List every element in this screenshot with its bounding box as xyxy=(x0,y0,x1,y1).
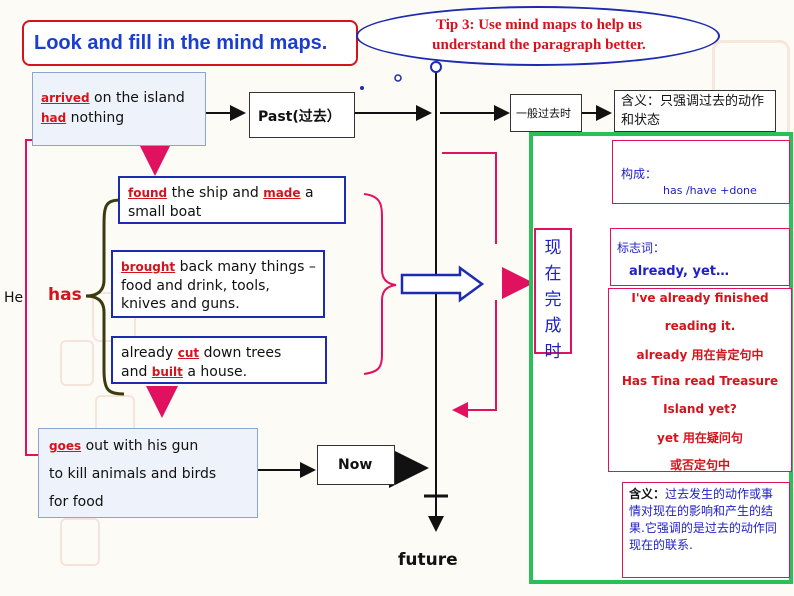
simple-past-meaning: 含义：只强调过去的动作和状态 xyxy=(621,94,765,128)
blank-made: made xyxy=(263,186,301,200)
subject-he: He xyxy=(4,290,24,306)
box5-text3: for food xyxy=(49,494,104,510)
now-box: Now xyxy=(317,445,395,485)
box1-text2: nothing xyxy=(66,110,125,126)
blank-brought: brought xyxy=(121,260,176,274)
right-brace xyxy=(363,193,397,375)
signal-words-value: already, yet… xyxy=(629,264,729,279)
past-label: Past(过去） xyxy=(258,109,341,125)
box3-text2: food and drink, tools, xyxy=(121,278,270,294)
box3-text1: back many things – xyxy=(175,259,316,275)
tip-cloud: Tip 3: Use mind maps to help us understa… xyxy=(356,6,720,66)
blank-goes: goes xyxy=(49,439,82,453)
blank-cut: cut xyxy=(177,346,200,360)
box4-text0: already xyxy=(121,345,178,361)
timeline-start-circle xyxy=(430,61,442,73)
connector-lower xyxy=(452,300,497,418)
example-3b: Island yet? xyxy=(663,402,737,416)
verb-has: has xyxy=(48,285,82,305)
example-1a: I've already finished xyxy=(631,291,769,305)
dot-small-2 xyxy=(360,86,364,90)
connector-upper xyxy=(442,152,497,244)
future-label: future xyxy=(398,550,458,570)
goes-out-box: goes out with his gun to kill animals an… xyxy=(38,428,258,518)
box5-text1: out with his gun xyxy=(81,438,199,454)
page-title: Look and fill in the mind maps. xyxy=(34,32,328,54)
blank-found: found xyxy=(128,186,168,200)
example-4a: yet 用在疑问句 xyxy=(657,431,743,445)
tense-char-5: 时 xyxy=(544,342,562,362)
box2-text1: the ship and xyxy=(167,185,264,201)
examples-box: I've already finished reading it. alread… xyxy=(608,288,792,472)
past-events-box: arrived on the island had nothing xyxy=(32,72,206,146)
example-4b: 或否定句中 xyxy=(669,458,730,472)
signal-words-label: 标志词： xyxy=(617,241,666,255)
meaning-label: 含义： xyxy=(629,487,666,501)
formation-box: 构成： has /have +done xyxy=(612,140,790,204)
example-2: already 用在肯定句中 xyxy=(636,348,764,362)
signal-words-box: 标志词： already, yet… xyxy=(610,228,790,286)
meaning-box: 含义：过去发生的动作或事情对现在的影响和产生的结果.它强调的是过去的动作同现在的… xyxy=(622,482,790,578)
blank-had: had xyxy=(41,111,67,125)
box3-text3: knives and guns. xyxy=(121,296,240,312)
formation-label: 构成： xyxy=(621,167,658,181)
cut-trees-box: already cut down trees and built a house… xyxy=(111,336,327,384)
dot-small-1 xyxy=(394,74,402,82)
tense-char-4: 成 xyxy=(544,316,562,336)
now-label: Now xyxy=(338,457,373,473)
decorative-seal-left-2 xyxy=(60,340,94,386)
found-ship-box: found the ship and made a small boat xyxy=(118,176,346,224)
has-brace xyxy=(85,198,125,396)
box2-text3: small boat xyxy=(128,204,202,220)
example-1b: reading it. xyxy=(664,319,736,333)
box4-text2: and xyxy=(121,364,152,380)
tense-char-3: 完 xyxy=(544,290,562,310)
box2-text2: a xyxy=(300,185,314,201)
tip-text: Tip 3: Use mind maps to help us understa… xyxy=(432,17,646,53)
decorative-seal-bottom-left xyxy=(60,518,100,566)
meaning-text: 过去发生的动作或事情对现在的影响和产生的结果.它强调的是过去的动作同现在的联系. xyxy=(629,487,777,553)
example-3a: Has Tina read Treasure xyxy=(621,374,779,388)
tense-box: 现 在 完 成 时 xyxy=(534,228,572,362)
simple-past-meaning-box: 含义：只强调过去的动作和状态 xyxy=(614,90,776,132)
past-box: Past(过去） xyxy=(249,92,355,138)
hollow-arrow xyxy=(400,265,485,303)
blank-built: built xyxy=(151,365,183,379)
box4-text1: down trees xyxy=(199,345,282,361)
box5-text2: to kill animals and birds xyxy=(49,466,217,482)
formation-value: has /have +done xyxy=(663,184,757,197)
blank-arrived: arrived xyxy=(41,91,90,105)
box4-text3: a house. xyxy=(182,364,248,380)
simple-past-label: 一般过去时 xyxy=(516,107,571,120)
tense-char-1: 现 xyxy=(544,238,562,258)
brought-things-box: brought back many things – food and drin… xyxy=(111,250,325,318)
title-box: Look and fill in the mind maps. xyxy=(22,20,358,66)
tense-char-2: 在 xyxy=(544,264,562,284)
box1-text1: on the island xyxy=(89,90,185,106)
he-bracket xyxy=(25,139,38,456)
simple-past-box: 一般过去时 xyxy=(510,94,582,132)
